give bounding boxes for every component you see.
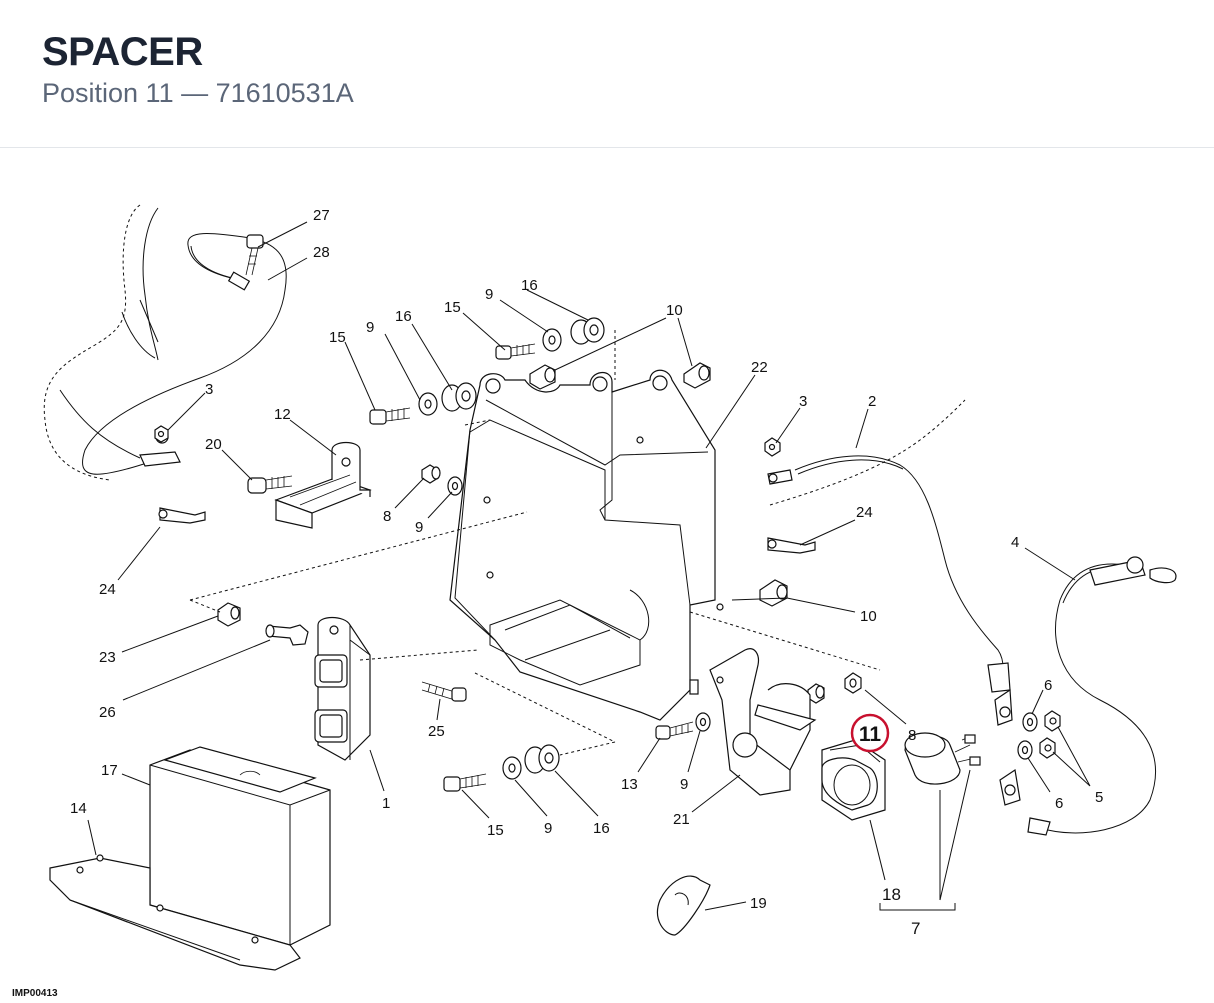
- callout-24: 24: [856, 504, 873, 521]
- callout-9: 9: [415, 519, 423, 536]
- main-frame-22: [449, 369, 724, 721]
- callout-15: 15: [444, 299, 461, 316]
- wiring-harness-left: [43, 204, 159, 481]
- cable-4: [1027, 556, 1177, 836]
- callout-26: 26: [99, 704, 116, 721]
- page-title: SPACER: [42, 30, 203, 74]
- callout-6: 6: [1055, 795, 1063, 812]
- bolt-15-upper-left: [369, 407, 411, 425]
- washer-9-lower-right: [695, 712, 711, 732]
- bolt-13: [655, 721, 694, 740]
- washer-9-upper-left: [418, 392, 438, 416]
- callout-6: 6: [1044, 677, 1052, 694]
- control-unit-1: [314, 616, 371, 761]
- callout-18: 18: [882, 885, 901, 904]
- callout-9: 9: [544, 820, 552, 837]
- nut-5-upper: [1044, 710, 1061, 732]
- callout-15: 15: [329, 329, 346, 346]
- header: SPACER Position 11 — 71610531A: [0, 0, 1214, 148]
- callout-10: 10: [666, 302, 683, 319]
- bolt-15-top: [495, 343, 536, 360]
- page-subtitle: Position 11 — 71610531A: [42, 78, 354, 108]
- callout-20: 20: [205, 436, 222, 453]
- washer-9-top: [542, 328, 562, 352]
- nut-3-left: [154, 425, 169, 443]
- grommet-16-top: [570, 317, 605, 345]
- bracket-24-right: [767, 537, 816, 554]
- relay-holder-18: [821, 739, 886, 821]
- spacer-11: [807, 683, 825, 704]
- battery-tray-14: [49, 854, 301, 971]
- callout-9: 9: [485, 286, 493, 303]
- washer-9-mid: [447, 476, 463, 496]
- callout-17: 17: [101, 762, 118, 779]
- callout-19: 19: [750, 895, 767, 912]
- callout-15: 15: [487, 822, 504, 839]
- callout-25: 25: [428, 723, 445, 740]
- grommet-16-lower: [524, 744, 560, 774]
- bracket-21: [709, 648, 817, 796]
- highlighted-callout-11[interactable]: 11: [850, 713, 890, 753]
- washer-6-upper: [1022, 712, 1038, 732]
- grommet-16-upper-left: [441, 382, 477, 412]
- callout-16: 16: [593, 820, 610, 837]
- callout-23: 23: [99, 649, 116, 666]
- stud-26: [265, 624, 309, 646]
- callout-24: 24: [99, 581, 116, 598]
- spacer-10-right: [759, 579, 788, 607]
- callout-3: 3: [205, 381, 213, 398]
- leader-lines: [87, 221, 1091, 911]
- callout-2: 2: [868, 393, 876, 410]
- callout-16: 16: [395, 308, 412, 325]
- callout-27: 27: [313, 207, 330, 224]
- washer-6-lower: [1017, 740, 1033, 760]
- exploded-parts-diagram: 27 28 16 9 15 10 15 9 16 22 3 2 12 20 3 …: [43, 204, 1177, 971]
- callout-3: 3: [799, 393, 807, 410]
- battery-17: [149, 746, 331, 946]
- callout-22: 22: [751, 359, 768, 376]
- callout-14: 14: [70, 800, 87, 817]
- callout-9: 9: [366, 319, 374, 336]
- bracket-24-left: [158, 507, 206, 524]
- bolt-20: [247, 475, 293, 494]
- callout-12: 12: [274, 406, 291, 423]
- callout-4: 4: [1011, 534, 1019, 551]
- relay-body: [904, 732, 981, 785]
- bolt-15-lower: [443, 773, 487, 792]
- callout-8: 8: [383, 508, 391, 525]
- callout-28: 28: [313, 244, 330, 261]
- callout-7: 7: [911, 919, 920, 938]
- nut-5-lower: [1039, 737, 1056, 759]
- spacer-10-top-right: [683, 362, 711, 389]
- callout-13: 13: [621, 776, 638, 793]
- cable-clip-19: [656, 875, 711, 936]
- spacer-23: [217, 602, 241, 627]
- callout-21: 21: [673, 811, 690, 828]
- cable-terminals: [994, 688, 1021, 806]
- cable-2: [767, 399, 1011, 693]
- washer-9-lower: [502, 756, 522, 780]
- callout-5: 5: [1095, 789, 1103, 806]
- callout-8: 8: [908, 727, 916, 744]
- spacer-10-top-left: [529, 364, 556, 390]
- highlighted-callout-label: 11: [859, 723, 882, 746]
- callout-16: 16: [521, 277, 538, 294]
- bolt-27: [245, 234, 264, 276]
- callout-9: 9: [680, 776, 688, 793]
- nut-8-right: [844, 672, 862, 694]
- bracket-12: [274, 441, 372, 529]
- ground-cable-28: [82, 233, 287, 475]
- callout-1: 1: [382, 795, 390, 812]
- callout-labels: 27 28 16 9 15 10 15 9 16 22 3 2 12 20 3 …: [70, 207, 1103, 938]
- callout-10: 10: [860, 608, 877, 625]
- bolt-25: [421, 681, 467, 702]
- drawing-code: IMP00413: [12, 988, 58, 999]
- nut-8-mid: [421, 464, 441, 484]
